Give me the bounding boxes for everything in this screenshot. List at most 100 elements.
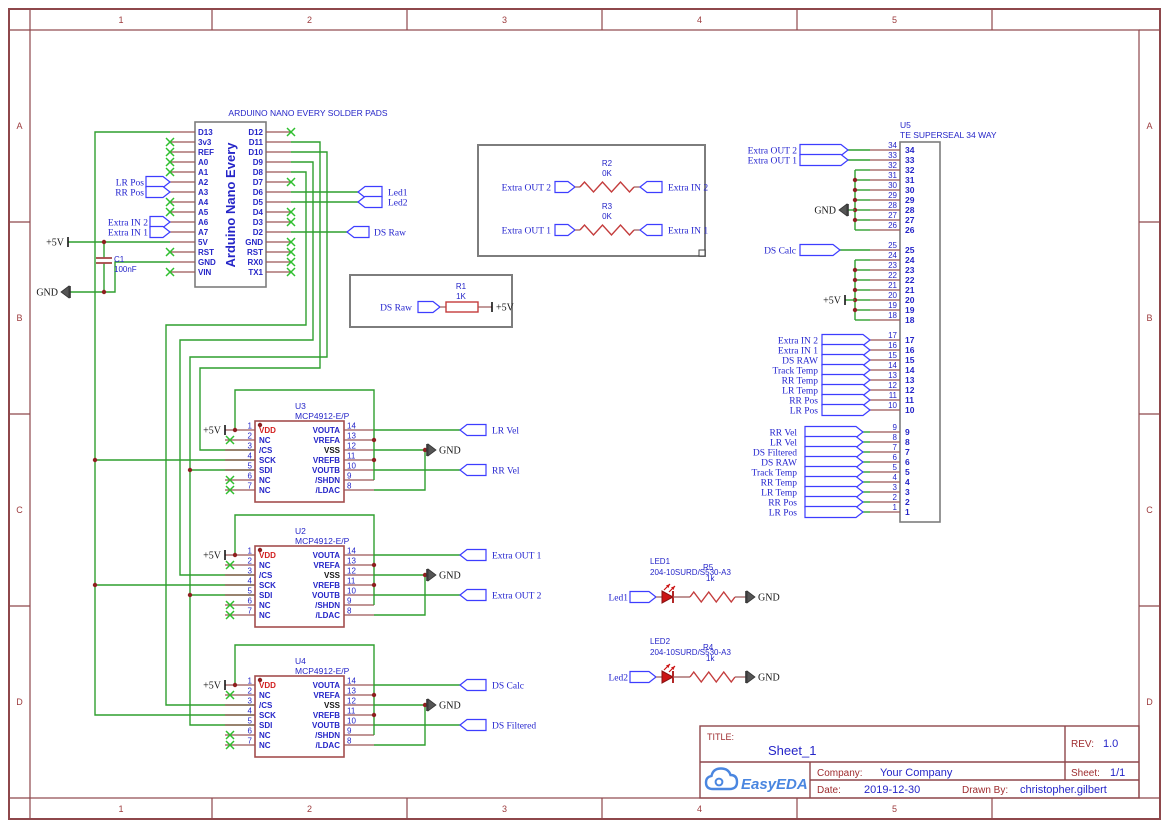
pin-name: NC [259, 731, 271, 740]
resistor-symbol[interactable] [579, 180, 635, 194]
net-flag-shape[interactable] [629, 670, 657, 684]
net-flag-shape[interactable] [799, 143, 849, 157]
net-flag-shape[interactable] [821, 383, 871, 397]
resize-handle[interactable] [698, 249, 706, 257]
wire[interactable] [374, 575, 426, 616]
net-flag-shape[interactable] [459, 718, 487, 732]
net-flag-shape[interactable] [459, 678, 487, 692]
net-flag-shape[interactable] [459, 548, 487, 562]
wire[interactable] [234, 389, 375, 480]
net-flag-label: DS Filtered [753, 449, 797, 459]
net-flag-shape[interactable] [357, 195, 383, 209]
resistor-symbol[interactable] [445, 301, 479, 313]
net-flag-shape[interactable] [346, 225, 370, 239]
led-symbol[interactable] [661, 670, 675, 684]
net-flag-shape[interactable] [821, 403, 871, 417]
net-flag-shape[interactable] [821, 363, 871, 377]
net-flag-shape[interactable] [804, 435, 864, 449]
net-flag-shape[interactable] [145, 185, 171, 199]
wire[interactable] [234, 514, 375, 605]
net-flag-shape[interactable] [554, 180, 576, 194]
net-flag-shape[interactable] [821, 373, 871, 387]
net-flag-shape[interactable] [804, 505, 864, 519]
pin-number: 10 [888, 401, 897, 410]
pin-number: 21 [888, 281, 897, 290]
net-flag-shape[interactable] [799, 153, 849, 167]
net-flag-shape[interactable] [145, 175, 171, 189]
resistor-symbol[interactable] [689, 590, 736, 604]
net-flag-shape[interactable] [804, 425, 864, 439]
net-flag-shape[interactable] [804, 465, 864, 479]
net-flag-shape[interactable] [357, 185, 383, 199]
pin-name: /LDAC [316, 741, 341, 750]
wire[interactable] [374, 705, 426, 746]
no-connect-icon [286, 257, 296, 267]
net-flag-shape[interactable] [804, 475, 864, 489]
led-symbol[interactable] [661, 590, 675, 604]
net-flag-shape[interactable] [804, 495, 864, 509]
net-flag-shape[interactable] [804, 445, 864, 459]
net-flag-shape[interactable] [459, 423, 487, 437]
net-flag-shape[interactable] [459, 588, 487, 602]
wiring[interactable] [68, 131, 358, 726]
component-body[interactable] [899, 141, 941, 523]
net-flag-shape[interactable] [417, 300, 441, 314]
pin-name: 26 [905, 225, 915, 235]
component-body[interactable] [254, 675, 345, 758]
net-flag-label: RR Vel [769, 429, 797, 439]
wire[interactable] [165, 171, 307, 706]
no-connect-icon [165, 207, 175, 217]
net-flag-shape[interactable] [639, 223, 663, 237]
net-flag-shape[interactable] [821, 353, 871, 367]
net-flag-shape[interactable] [149, 215, 171, 229]
net-flag-shape[interactable] [799, 243, 841, 257]
pin-name: VSS [324, 701, 341, 710]
pin-number: 5 [248, 587, 253, 596]
net-flag-shape[interactable] [459, 463, 487, 477]
pin-name: VIN [198, 268, 212, 277]
wire[interactable] [179, 161, 314, 576]
component-body[interactable] [194, 121, 267, 288]
pin-name: VOUTB [312, 591, 340, 600]
pin-name: D5 [253, 198, 264, 207]
group-frame[interactable] [477, 144, 706, 257]
net-flag-shape[interactable] [629, 590, 657, 604]
net-flag-shape[interactable] [639, 180, 663, 194]
wire[interactable] [189, 151, 328, 726]
wire[interactable] [374, 450, 426, 491]
group-frame[interactable] [349, 274, 513, 328]
pin-name: D11 [249, 138, 264, 147]
wire[interactable] [70, 261, 170, 293]
component-body[interactable] [254, 420, 345, 503]
net-flag-shape[interactable] [821, 393, 871, 407]
net-flag-shape[interactable] [804, 485, 864, 499]
net-flag-label: LR Temp [761, 489, 797, 499]
junction-dot [92, 582, 98, 588]
wire[interactable] [234, 644, 375, 735]
wire[interactable] [199, 141, 321, 451]
component-body[interactable] [254, 545, 345, 628]
pin-name: NC [259, 436, 271, 445]
net-flag-shape[interactable] [821, 343, 871, 357]
net-flag-shape[interactable] [821, 333, 871, 347]
resistor-symbol[interactable] [689, 670, 736, 684]
pin-number: 14 [888, 361, 897, 370]
net-flag-shape[interactable] [554, 223, 576, 237]
wire[interactable] [94, 131, 255, 716]
logo-swirl [714, 777, 724, 787]
net-flag-shape[interactable] [804, 455, 864, 469]
net-flag-shape[interactable] [149, 225, 171, 239]
resistor-symbol[interactable] [579, 223, 635, 237]
